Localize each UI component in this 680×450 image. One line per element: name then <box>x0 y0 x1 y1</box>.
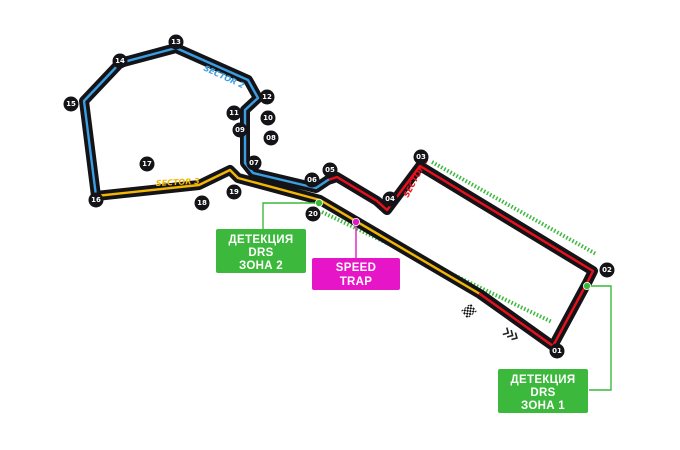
sector-1-line <box>326 164 595 348</box>
turn-number: 11 <box>229 109 239 117</box>
turn-number: 10 <box>263 114 273 122</box>
turn-marker-12: 12 <box>259 89 275 105</box>
turn-marker-17: 17 <box>139 156 155 172</box>
turn-marker-04: 04 <box>382 191 398 207</box>
turn-marker-circle <box>549 343 565 359</box>
turn-marker-16: 16 <box>88 192 104 208</box>
turn-number: 06 <box>307 176 317 184</box>
drs-detection-zone-1-box: ДЕТЕКЦИЯ DRS ЗОНА 1 <box>498 369 588 413</box>
turn-marker-05: 05 <box>322 162 338 178</box>
turn-number: 12 <box>262 93 272 101</box>
turn-number: 09 <box>235 126 245 134</box>
speed-trap-marker <box>351 217 360 258</box>
direction-chevrons-icon <box>502 327 518 341</box>
drs-zone-line <box>431 160 597 256</box>
turn-marker-circle <box>599 262 615 278</box>
turn-markers: 01 02 03 04 05 06 07 08 09 10 11 12 13 14 15 16 17 18 19 20 <box>63 34 615 359</box>
turn-number: 19 <box>229 188 239 196</box>
turn-marker-15: 15 <box>63 96 79 112</box>
turn-marker-07: 07 <box>246 155 262 171</box>
turn-marker-circle <box>246 155 262 171</box>
turn-marker-19: 19 <box>226 184 242 200</box>
sector-2-line <box>82 46 330 198</box>
turn-number: 15 <box>66 100 76 108</box>
checkered-flag-icon <box>461 303 477 319</box>
turn-marker-14: 14 <box>112 53 128 69</box>
turn-marker-circle <box>226 105 242 121</box>
turn-number: 03 <box>416 153 426 161</box>
turn-marker-13: 13 <box>168 34 184 50</box>
turn-number: 04 <box>385 195 395 203</box>
turn-number: 02 <box>602 266 612 274</box>
turn-marker-20: 20 <box>305 206 321 222</box>
turn-marker-circle <box>263 130 279 146</box>
turn-marker-circle <box>382 191 398 207</box>
turn-marker-circle <box>259 89 275 105</box>
turn-marker-01: 01 <box>549 343 565 359</box>
turn-marker-circle <box>232 122 248 138</box>
drs-detection-zone-1 <box>583 281 612 391</box>
turn-marker-circle <box>63 96 79 112</box>
track-outline <box>79 43 598 351</box>
drs-zone2-line1: ДЕТЕКЦИЯ <box>229 234 294 246</box>
turn-marker-circle <box>226 184 242 200</box>
turn-marker-02: 02 <box>599 262 615 278</box>
turn-marker-circle <box>322 162 338 178</box>
turn-marker-circle <box>305 206 321 222</box>
turn-marker-circle <box>88 192 104 208</box>
drs-zone2-line2: DRS <box>248 247 273 259</box>
turn-marker-circle <box>304 172 320 188</box>
turn-marker-10: 10 <box>260 110 276 126</box>
turn-number: 16 <box>91 196 101 204</box>
turn-number: 08 <box>266 134 276 142</box>
turn-number: 20 <box>308 210 318 218</box>
speed-trap-line2: TRAP <box>340 276 373 288</box>
turn-marker-03: 03 <box>413 149 429 165</box>
turn-marker-circle <box>112 53 128 69</box>
drs-detection-zone-2 <box>262 198 323 230</box>
turn-marker-circle <box>194 195 210 211</box>
speed-trap-box: SPEED TRAP <box>312 258 400 290</box>
turn-marker-09: 09 <box>232 122 248 138</box>
drs-zone2-line3: ЗОНА 2 <box>239 260 283 272</box>
turn-number: 14 <box>115 57 125 65</box>
turn-number: 01 <box>552 347 562 355</box>
drs-detection-zone-2-box: ДЕТЕКЦИЯ DRS ЗОНА 2 <box>216 229 306 273</box>
turn-marker-08: 08 <box>263 130 279 146</box>
track-sectors <box>82 46 595 348</box>
sector-1-finish-line <box>478 292 555 348</box>
turn-number: 18 <box>197 199 207 207</box>
sector-3-line <box>94 168 482 296</box>
turn-number: 17 <box>142 160 152 168</box>
turn-marker-11: 11 <box>226 105 242 121</box>
turn-marker-18: 18 <box>194 195 210 211</box>
speed-trap-line1: SPEED <box>336 262 377 274</box>
turn-number: 05 <box>325 166 335 174</box>
turn-number: 13 <box>171 38 181 46</box>
turn-marker-circle <box>168 34 184 50</box>
drs-zone1-line1: ДЕТЕКЦИЯ <box>511 374 576 386</box>
turn-number: 07 <box>249 159 259 167</box>
turn-marker-circle <box>139 156 155 172</box>
turn-marker-circle <box>413 149 429 165</box>
turn-marker-06: 06 <box>304 172 320 188</box>
drs-zone1-line2: DRS <box>530 387 555 399</box>
sector-3-label: SECTOR 3 <box>156 177 201 188</box>
turn-marker-circle <box>260 110 276 126</box>
drs-zone1-line3: ЗОНА 1 <box>521 400 565 412</box>
